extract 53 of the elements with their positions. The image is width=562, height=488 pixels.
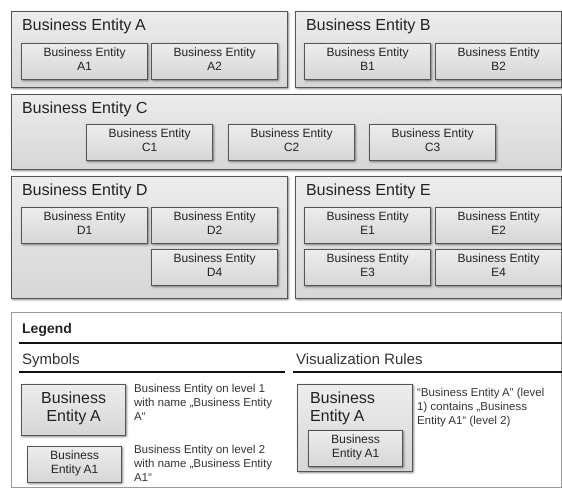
entity-box <box>151 43 278 80</box>
entity-title: Business Entity D <box>22 182 148 200</box>
entity-name: Business Entity E1 <box>325 210 410 238</box>
entity-box <box>435 207 562 244</box>
entity-box <box>151 249 278 286</box>
entity-name: Business Entity D2 <box>172 210 257 238</box>
entity-name: Business Entity A1 <box>42 46 127 74</box>
entity-panel <box>295 11 562 88</box>
entity-panel <box>11 176 288 299</box>
entity-box <box>308 430 403 467</box>
entity-name: Business Entity C1 <box>107 127 192 155</box>
entity-box <box>435 43 562 80</box>
entity-title: Business Entity A <box>22 17 146 36</box>
entity-name: Business Entity B1 <box>325 46 410 74</box>
entity-title: Business Entity E <box>306 182 430 200</box>
entity-name: Business Entity A1 <box>49 449 100 477</box>
entity-name: Business Entity A <box>310 390 376 427</box>
entity-box <box>228 124 355 161</box>
entity-name: Business Entity A1 <box>330 433 381 461</box>
entity-name: Business Entity A2 <box>172 46 257 74</box>
section-heading: Visualization Rules <box>296 351 422 368</box>
description-text: Business Entity on level 1 with name „Business Entity A“ <box>134 383 274 424</box>
entity-name: Business Entity A <box>40 390 107 427</box>
legend-panel <box>11 312 562 488</box>
entity-box <box>151 207 278 244</box>
entity-box <box>369 124 496 161</box>
entity-box <box>304 249 431 286</box>
entity-box <box>435 249 562 286</box>
entity-name: Business Entity E4 <box>456 252 541 280</box>
entity-box <box>21 207 148 244</box>
entity-name: Business Entity D4 <box>172 252 257 280</box>
entity-box <box>86 124 213 161</box>
section-heading: Symbols <box>22 351 80 368</box>
legend-heading: Legend <box>22 320 72 336</box>
entity-box <box>297 384 413 472</box>
entity-box <box>304 43 431 80</box>
entity-box <box>21 384 126 436</box>
entity-box <box>304 207 431 244</box>
entity-box <box>27 446 122 483</box>
entity-title: Business Entity B <box>306 17 430 36</box>
entity-name: Business Entity E3 <box>325 252 410 280</box>
entity-name: Business Entity C2 <box>249 127 334 155</box>
entity-name: Business Entity E2 <box>456 210 541 238</box>
description-text: Business Entity on level 2 with name „Business Entity A1“ <box>134 444 274 486</box>
description-text: “Business Entity A” (level 1) contains „Business Entity A1“ (level 2) <box>417 387 546 428</box>
entity-panel <box>295 176 562 299</box>
entity-name: Business Entity B2 <box>456 46 541 74</box>
entity-box <box>21 43 148 80</box>
entity-panel <box>11 94 562 170</box>
entity-name: Business Entity D1 <box>42 210 127 238</box>
entity-panel <box>11 11 288 88</box>
entity-name: Business Entity C3 <box>390 127 475 155</box>
entity-title: Business Entity C <box>22 100 148 118</box>
